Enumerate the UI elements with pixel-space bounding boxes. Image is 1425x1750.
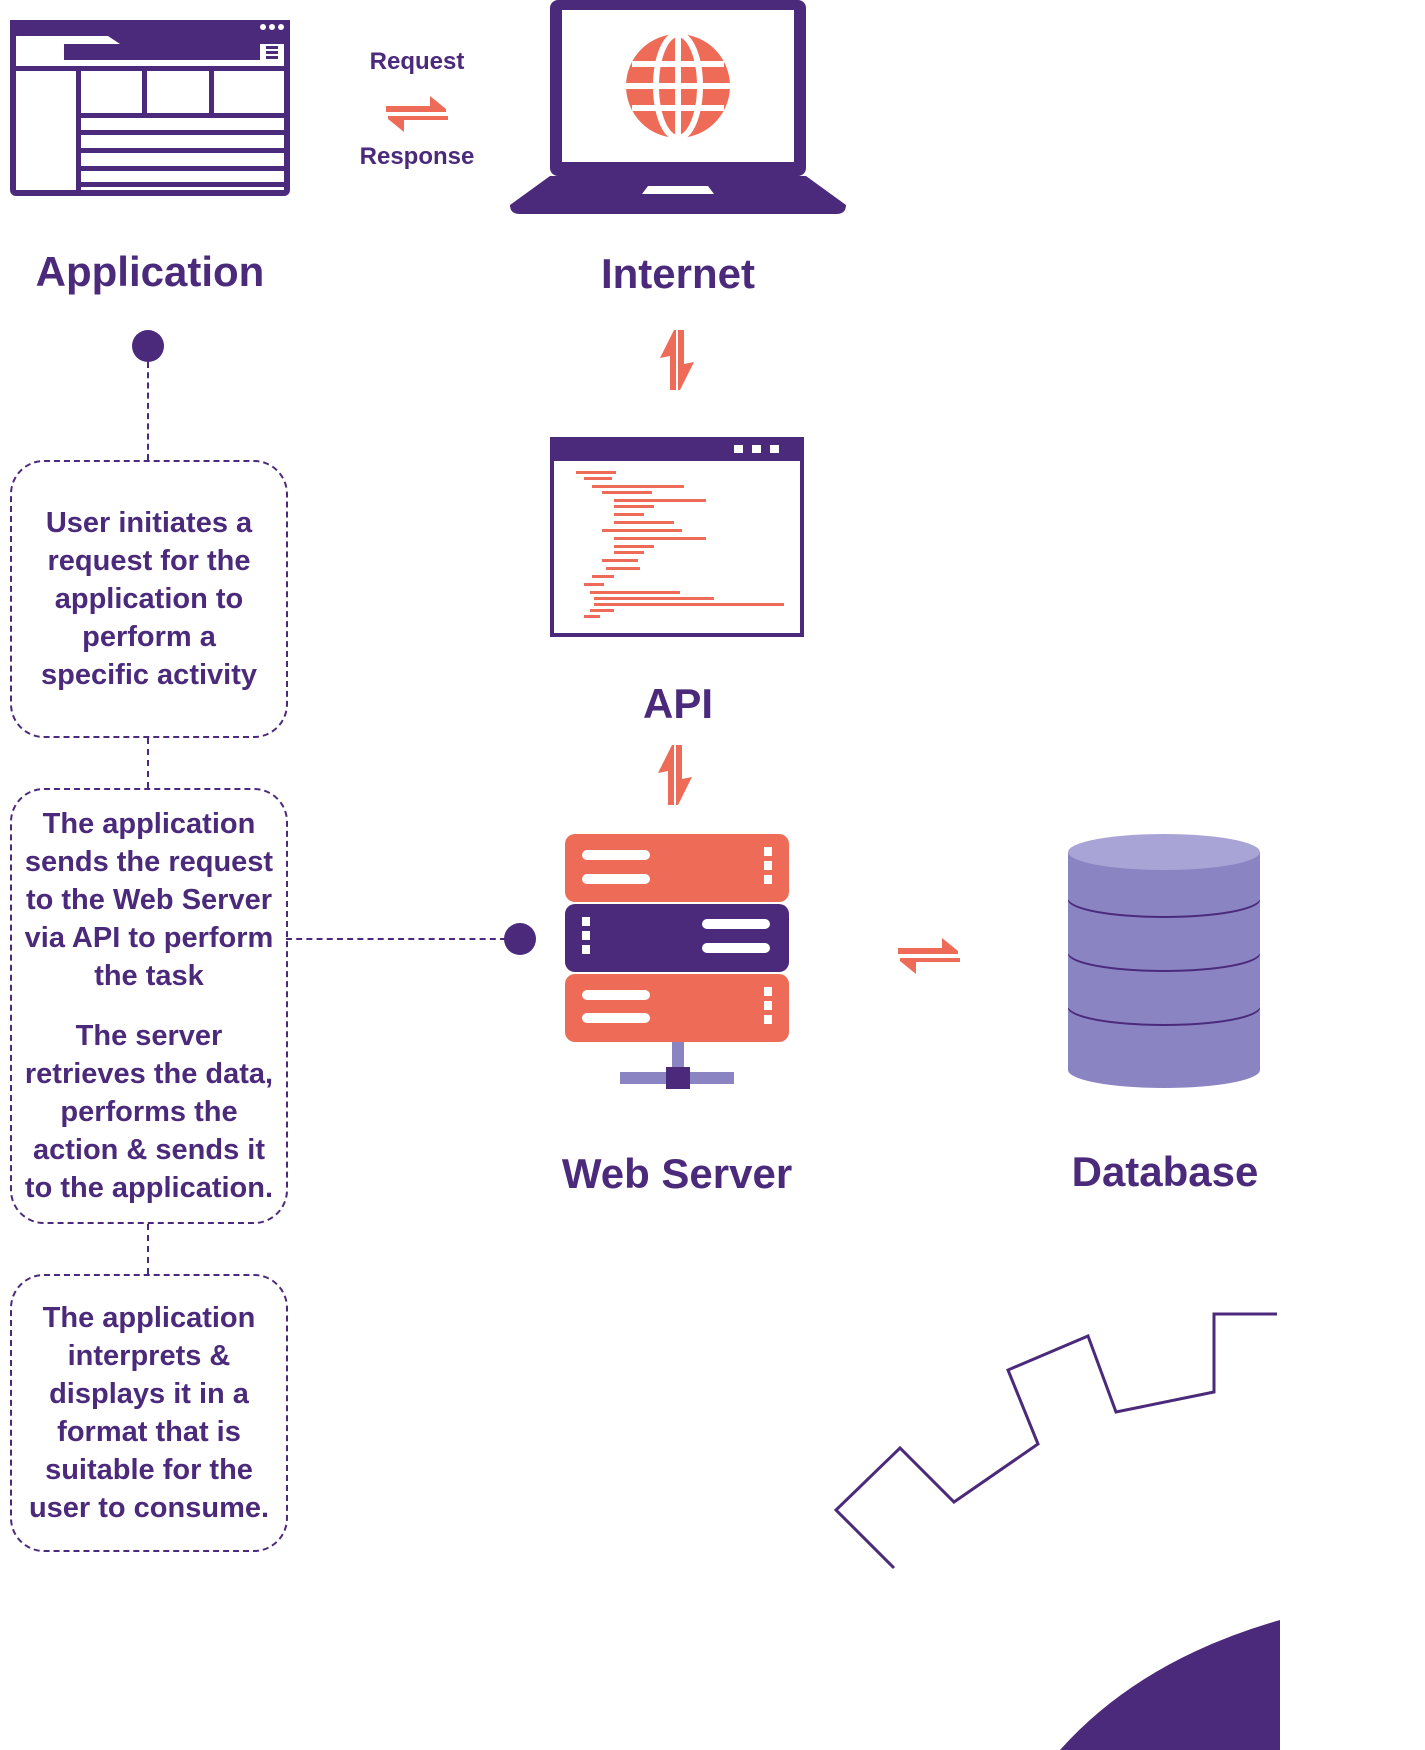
up-down-arrows-icon — [658, 745, 692, 805]
step-text: The application sends the request to the… — [24, 808, 274, 992]
connector-dot — [132, 330, 164, 362]
application-label: Application — [35, 248, 265, 295]
exchange-arrows-icon — [898, 938, 960, 974]
step-text: User initiates a request for the applica… — [41, 507, 257, 691]
step-text: The server retrieves the data, performs … — [24, 1020, 274, 1204]
browser-window-icon — [10, 20, 290, 196]
connector-line — [147, 362, 149, 460]
request-label: Request — [369, 48, 465, 75]
code-window-icon — [550, 437, 804, 637]
api-label: API — [642, 680, 713, 727]
laptop-globe-icon — [510, 0, 846, 214]
exchange-arrows-icon — [386, 96, 448, 132]
step-box-1: User initiates a request for the applica… — [10, 460, 288, 738]
globe-icon — [626, 31, 730, 141]
server-rack-icon — [565, 834, 789, 1089]
response-label: Response — [359, 143, 475, 170]
connector-line — [147, 1224, 149, 1274]
up-down-arrows-icon — [660, 330, 694, 390]
step-box-2: The application sends the request to the… — [10, 788, 288, 1224]
connector-line — [147, 738, 149, 788]
web-server-label: Web Server — [561, 1150, 793, 1197]
connector-line — [286, 938, 506, 940]
gear-icon — [833, 1312, 1280, 1750]
step-box-3: The application interprets & displays it… — [10, 1274, 288, 1552]
connector-dot — [504, 923, 536, 955]
database-label: Database — [1071, 1148, 1259, 1195]
step-text: The application interprets & displays it… — [28, 1302, 270, 1524]
internet-label: Internet — [600, 250, 755, 297]
database-icon — [1068, 834, 1260, 1088]
